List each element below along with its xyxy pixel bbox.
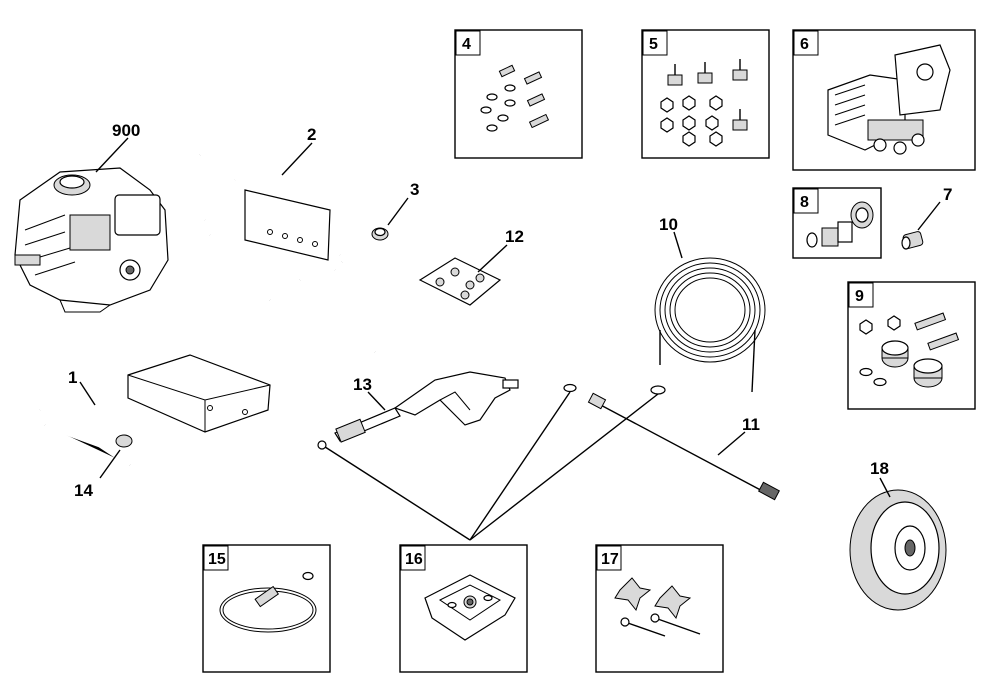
pump-icon: [827, 44, 951, 155]
box-number-4: 4: [462, 36, 471, 53]
nut-part-3: [371, 227, 389, 241]
isolators-and-nuts-icon: [660, 59, 748, 147]
spray-gun-part-13: [334, 371, 519, 443]
kit-box-4: 4: [454, 29, 583, 159]
box-number-6: 6: [800, 36, 809, 53]
kit-box-17: 17: [595, 544, 724, 673]
kit-box-5: 5: [641, 29, 770, 159]
kit-box-15: 15: [202, 544, 331, 673]
wheel-part-18: [849, 489, 947, 611]
box-number-15: 15: [208, 551, 226, 568]
callout-18: 18: [870, 459, 889, 478]
kit-box-6: 6: [792, 29, 976, 171]
o-ring-packet-icon: [424, 574, 516, 641]
knobs-and-bolts-icon: [614, 577, 701, 637]
callout-900: 900: [112, 121, 140, 140]
mounting-hardware-icon: [859, 312, 960, 388]
callout-3: 3: [410, 180, 419, 199]
kit-box-8: 8: [792, 187, 882, 259]
callout-14: 14: [74, 481, 93, 500]
engine-part-900: [14, 167, 169, 313]
box-number-9: 9: [855, 288, 864, 305]
cap-part-14: [115, 434, 133, 448]
hose-part-10: [650, 257, 766, 395]
box-number-17: 17: [601, 551, 619, 568]
kit-16-leader-lines: [317, 391, 659, 541]
wand-part-11: [563, 383, 780, 501]
callout-10: 10: [659, 215, 678, 234]
box-number-16: 16: [405, 551, 423, 568]
nozzle-kit-part-12: [418, 257, 502, 306]
callout-1: 1: [68, 368, 77, 387]
o-ring-kit-icon: [219, 571, 317, 633]
frame-part-1: [39, 307, 303, 508]
callout-7: 7: [943, 185, 952, 204]
callout-13: 13: [353, 375, 372, 394]
kit-box-9: 9: [847, 281, 976, 410]
handle-part-2: [199, 147, 376, 355]
callout-2: 2: [307, 125, 316, 144]
callout-12: 12: [505, 227, 524, 246]
box-number-5: 5: [649, 36, 658, 53]
callout-11: 11: [742, 415, 760, 434]
bolts-and-washers-icon: [480, 64, 550, 132]
quick-connect-icon: [806, 201, 874, 248]
box-number-8: 8: [800, 194, 809, 211]
kit-box-16: 16: [399, 544, 528, 673]
fitting-part-7: [901, 231, 924, 250]
